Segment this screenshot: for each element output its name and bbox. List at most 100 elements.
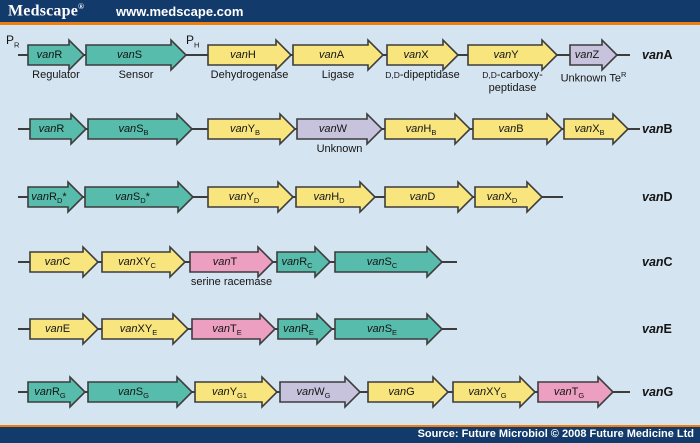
operon-label-vanC: vanC [642,255,673,269]
gene-arrow-shape [101,245,187,279]
gene-caption-vanT: serine racemase [190,276,273,288]
operon-label-vanE: vanE [642,322,672,336]
header-orange-rule [0,22,700,25]
gene-label-vanC: vanC [44,256,71,268]
gene-label-vanSB: vanSB [118,123,149,138]
gene-arrow-shape [537,375,615,409]
gene-caption-vanY: peptidase [488,82,537,94]
gene-arrow-vanH: vanH [207,38,293,72]
gene-arrow-shape [207,112,297,146]
gene-arrow-vanX: vanX [386,38,460,72]
medscape-logo-text: Medscape [8,2,79,20]
gene-arrow-shape [87,112,194,146]
gene-arrow-vanSG: vanSG [87,375,194,409]
header-bar: Medscape® www.medscape.com [0,0,700,22]
registered-mark: ® [78,2,85,11]
gene-label-vanT: vanT [212,256,238,268]
gene-label-vanXYC: vanXYC [118,256,156,271]
gene-arrow-shape [194,375,279,409]
gene-label-vanY: vanY [493,49,519,61]
gene-arrow-vanB: vanB [472,112,564,146]
gene-arrow-shape [563,112,630,146]
gene-label-vanSE: vanSE [366,323,398,338]
gene-caption-vanS: Sensor [118,69,154,81]
gene-arrow-vanZ: vanZ [569,38,619,72]
gene-arrow-vanHB: vanHB [384,112,472,146]
gene-arrow-vanSB: vanSB [87,112,194,146]
gene-arrow-shape [207,180,295,214]
gene-arrow-vanRD: vanRD* [27,180,85,214]
gene-arrow-shape [191,312,277,346]
footer-orange-rule [0,425,700,427]
gene-label-vanW: vanW [318,123,348,135]
gene-arrow-shape [334,245,444,279]
gene-arrow-shape [334,312,444,346]
gene-label-vanXD: vanXD [486,191,518,206]
gene-arrow-vanSD: vanSD* [84,180,195,214]
gene-label-vanA: vanA [318,49,345,61]
gene-label-vanR: vanR [36,49,63,61]
gene-label-vanR: vanR [38,123,65,135]
gene-label-vanSD: vanSD* [115,191,150,206]
site-url: www.medscape.com [116,4,244,19]
gene-arrow-vanA: vanA [292,38,385,72]
gene-caption-vanW: Unknown [316,143,363,155]
gene-label-vanZ: vanZ [574,49,600,61]
gene-label-vanG: vanG [388,386,415,398]
gene-arrow-vanE: vanE [29,312,100,346]
medscape-logo: Medscape® [8,2,84,20]
gene-label-vanRC: vanRC [281,256,313,271]
gene-label-vanXYG: vanXYG [468,386,507,401]
promoter-PH: PH [186,33,200,50]
gene-arrow-shape [276,245,332,279]
gene-arrow-vanTG: vanTG [537,375,615,409]
gene-label-vanHD: vanHD [313,191,345,206]
gene-arrow-vanS: vanS [85,38,188,72]
gene-arrow-shape [367,375,450,409]
gene-label-vanH: vanH [230,49,256,61]
gene-arrow-vanR: vanR [27,38,86,72]
gene-label-vanSG: vanSG [118,386,149,401]
gene-arrow-shape [467,38,559,72]
gene-label-vanXB: vanXB [574,123,605,138]
gene-caption-vanH: Dehydrogenase [210,69,289,81]
operon-label-vanD: vanD [642,190,673,204]
gene-label-vanYB: vanYB [229,123,261,138]
gene-arrow-shape [296,112,384,146]
operon-label-vanB: vanB [642,122,673,136]
gene-arrow-vanYG1: vanYG1 [194,375,279,409]
gene-label-vanRG: vanRG [34,386,66,401]
gene-arrow-vanXYE: vanXYE [101,312,190,346]
gene-label-vanXYE: vanXYE [119,323,158,338]
gene-arrow-vanHD: vanHD [295,180,377,214]
source-credit: Source: Future Microbiol © 2008 Future M… [417,428,694,440]
gene-arrow-vanXB: vanXB [563,112,630,146]
gene-arrow-vanRC: vanRC [276,245,332,279]
promoter-PR: PR [6,33,20,50]
gene-caption-vanZ: Unknown TeR [560,70,627,85]
gene-arrow-shape [84,180,195,214]
gene-label-vanRE: vanRE [283,323,314,338]
footer-bar: Source: Future Microbiol © 2008 Future M… [0,427,700,443]
gene-caption-vanY: D,D-carboxy- [482,69,543,81]
gene-label-vanTE: vanTE [212,323,242,338]
gene-arrow-vanYD: vanYD [207,180,295,214]
gene-arrow-shape [384,112,472,146]
gene-caption-vanX: D,D-dipeptidase [385,69,460,81]
gene-arrow-vanR: vanR [29,112,88,146]
gene-arrow-shape [207,38,293,72]
gene-arrow-vanSE: vanSE [334,312,444,346]
gene-caption-vanA: Ligase [321,69,355,81]
gene-arrow-vanC: vanC [29,245,100,279]
gene-arrow-shape [101,312,190,346]
gene-label-vanSC: vanSC [366,256,398,271]
gene-arrow-shape [27,375,87,409]
gene-arrow-shape [27,38,86,72]
gene-arrow-shape [474,180,544,214]
gene-arrow-shape [452,375,537,409]
gene-arrow-vanTE: vanTE [191,312,277,346]
gene-arrow-vanG: vanG [367,375,450,409]
gene-arrow-vanSC: vanSC [334,245,444,279]
operon-label-vanA: vanA [642,48,673,62]
